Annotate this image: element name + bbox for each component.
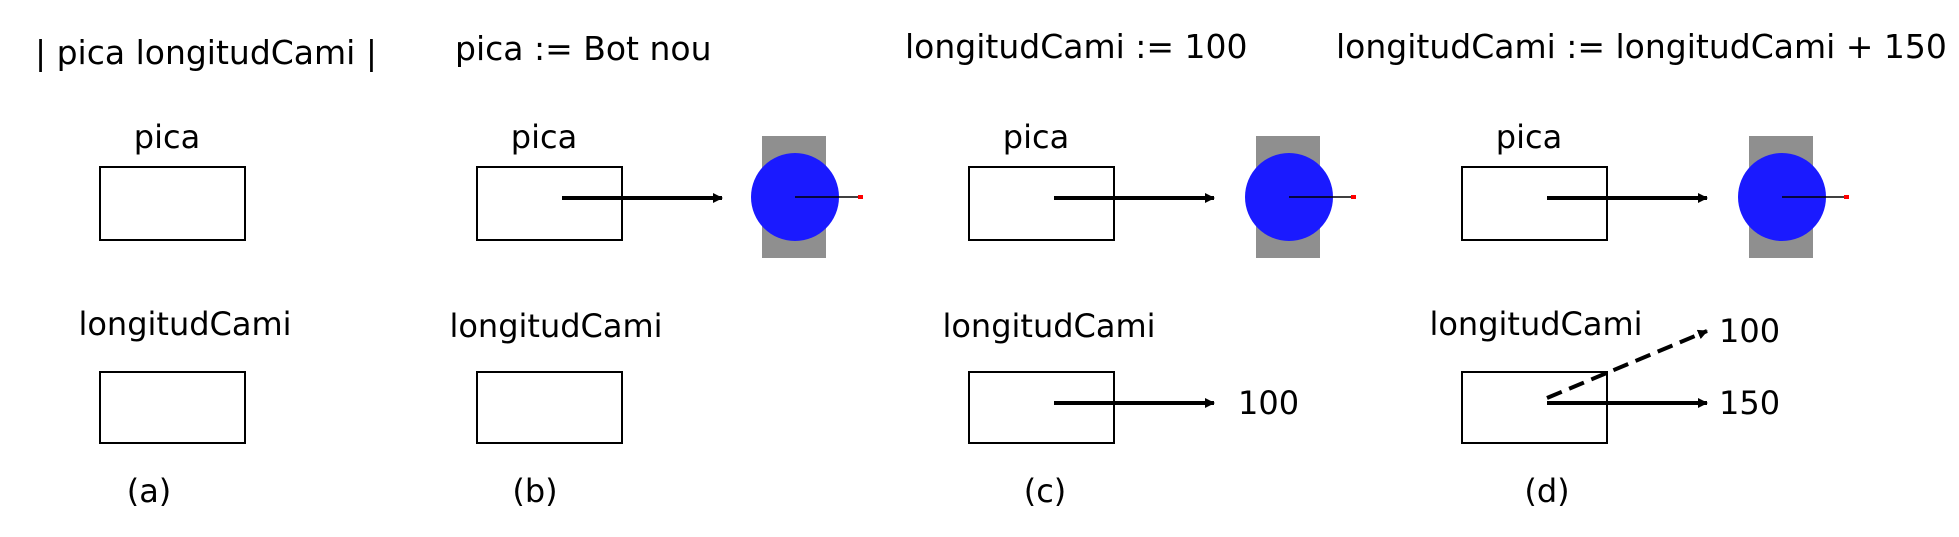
old-reference-arrow-dashed (1546, 329, 1708, 400)
variable-box-longitudcami (476, 371, 623, 444)
variable-label-pica: pica (134, 118, 200, 156)
variable-label-longitudcami: longitudCami (1429, 305, 1642, 343)
value-label: 150 (1719, 384, 1780, 422)
statement-assign-add-150: longitudCami := longitudCami + 150 (1336, 27, 1947, 66)
statement-declare: | pica longitudCami | (35, 33, 377, 72)
panel-caption: (a) (127, 472, 172, 510)
value-label: 100 (1238, 384, 1299, 422)
panel-a: pica longitudCami (a) (78, 118, 291, 510)
variable-box-pica (99, 166, 246, 241)
variable-label-pica: pica (511, 118, 577, 156)
variable-label-longitudcami: longitudCami (78, 305, 291, 343)
robot-icon (1738, 136, 1849, 258)
statement-assign-100: longitudCami := 100 (905, 27, 1248, 66)
panel-caption: (c) (1024, 472, 1067, 510)
variable-box-longitudcami (968, 371, 1115, 444)
variable-label-longitudcami: longitudCami (449, 307, 662, 345)
panel-caption: (d) (1524, 472, 1569, 510)
robot-icon (751, 136, 863, 258)
variable-box-longitudcami (1461, 371, 1608, 444)
variable-label-pica: pica (1496, 118, 1562, 156)
panel-d: pica longitudCami 100 150 (d) (1429, 118, 1849, 510)
variable-box-pica (968, 166, 1115, 241)
old-value-label: 100 (1719, 312, 1780, 350)
variable-box-pica (1461, 166, 1608, 241)
panel-b: pica longitudCami (b) (449, 118, 863, 510)
panel-caption: (b) (512, 472, 557, 510)
variable-box-pica (476, 166, 623, 241)
variable-label-longitudcami: longitudCami (942, 307, 1155, 345)
variable-box-longitudcami (99, 371, 246, 444)
panel-c: pica longitudCami 100 (c) (942, 118, 1356, 510)
variable-label-pica: pica (1003, 118, 1069, 156)
robot-icon (1245, 136, 1356, 258)
statement-create-bot: pica := Bot nou (455, 29, 712, 68)
